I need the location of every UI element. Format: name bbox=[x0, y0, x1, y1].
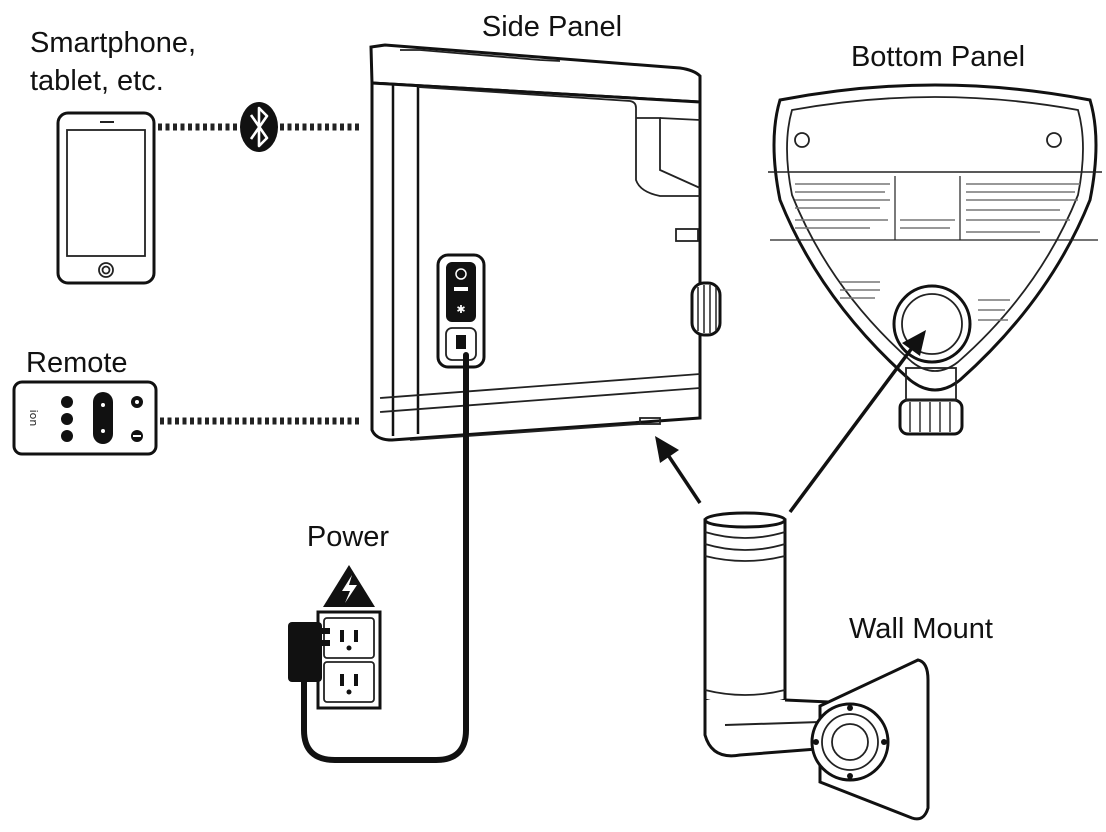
smartphone-label-line1: Smartphone, bbox=[30, 27, 196, 59]
power-adapter bbox=[288, 622, 330, 682]
side-panel-label: Side Panel bbox=[482, 11, 622, 43]
bluetooth-icon bbox=[240, 102, 278, 152]
lightning-warning-icon bbox=[323, 565, 375, 607]
wall-mount-label: Wall Mount bbox=[849, 613, 993, 645]
bottom-panel-illustration bbox=[768, 83, 1102, 436]
power-label: Power bbox=[307, 521, 390, 553]
wall-mount-illustration bbox=[703, 511, 930, 821]
svg-text:✱: ✱ bbox=[456, 303, 465, 316]
remote-label: Remote bbox=[26, 347, 128, 379]
speaker-side-panel: ✱ bbox=[369, 43, 722, 442]
bottom-panel-label: Bottom Panel bbox=[851, 41, 1025, 73]
remote-brand-logo: ion bbox=[27, 410, 40, 427]
remote-illustration: ion bbox=[12, 380, 158, 456]
arrow-to-side-panel bbox=[655, 436, 702, 504]
smartphone-illustration bbox=[56, 111, 156, 285]
power-outlet bbox=[316, 610, 382, 710]
arrow-to-bottom-panel bbox=[788, 330, 926, 514]
power-cable bbox=[301, 352, 469, 763]
smartphone-label-line2: tablet, etc. bbox=[30, 65, 164, 97]
